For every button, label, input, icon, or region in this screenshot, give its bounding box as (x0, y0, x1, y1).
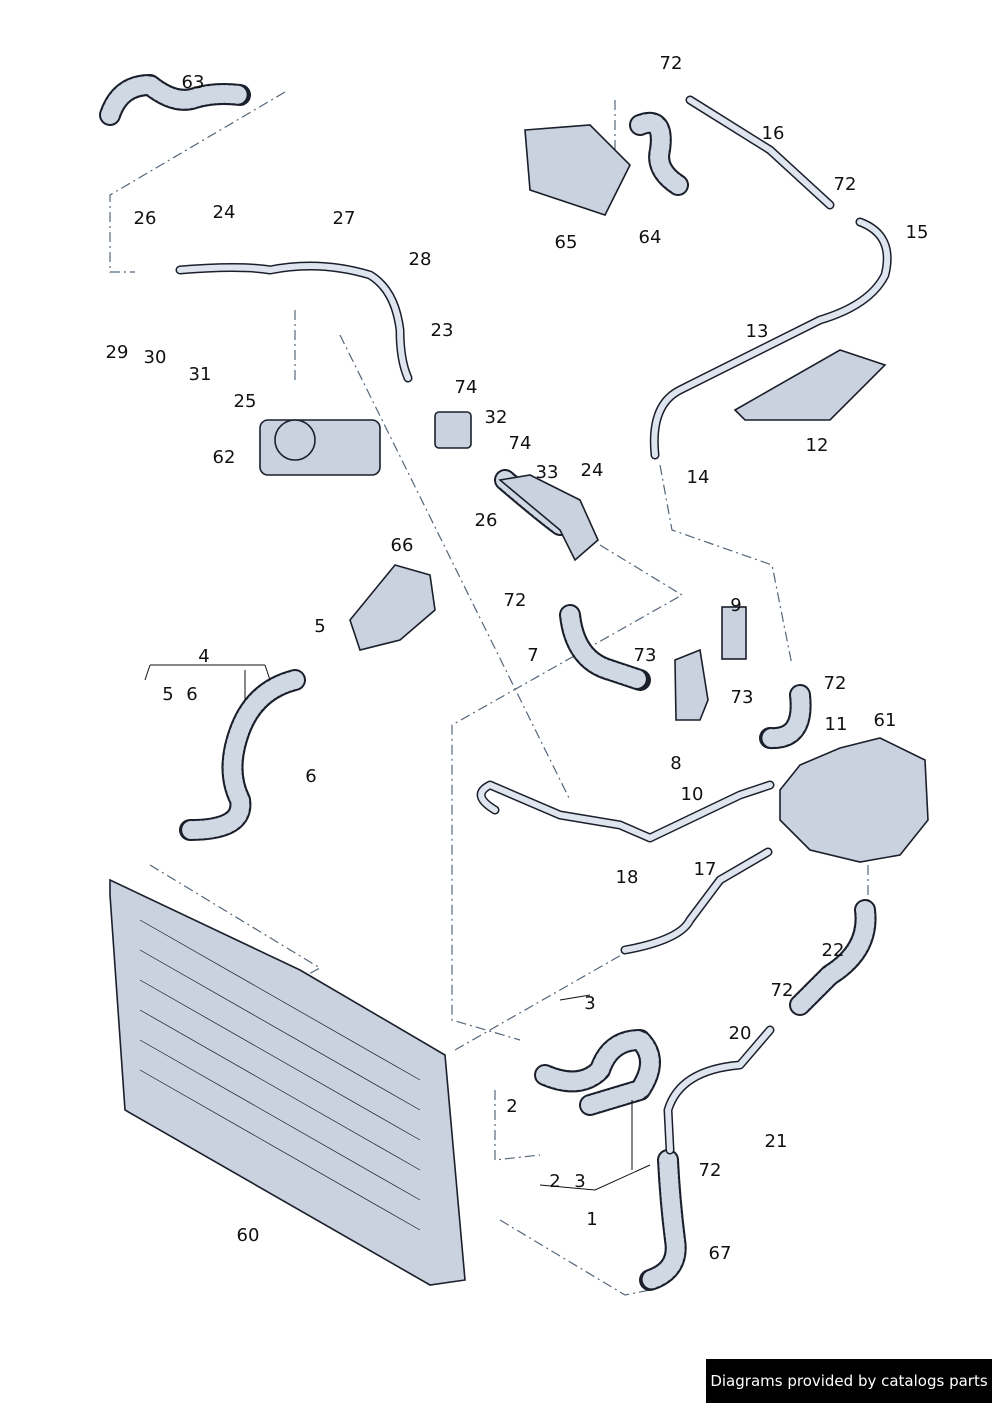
callout-label: 63 (182, 72, 205, 93)
callout-label: 21 (765, 1131, 788, 1152)
callout-label: 6 (186, 684, 197, 705)
callout-label: 72 (771, 980, 794, 1001)
callout-label: 28 (409, 249, 432, 270)
callout-label: 72 (504, 590, 527, 611)
callout-label: 15 (906, 222, 929, 243)
callout-label: 5 (162, 684, 173, 705)
callout-label: 67 (709, 1243, 732, 1264)
parts (109, 124, 929, 1286)
callout-label: 72 (660, 53, 683, 74)
callout-label: 61 (874, 710, 897, 731)
callout-label: 17 (694, 859, 717, 880)
callout-label: 62 (213, 447, 236, 468)
leader-lines (144, 664, 651, 1191)
callout-label: 74 (455, 377, 478, 398)
callout-label: 11 (825, 714, 848, 735)
callout-label: 74 (509, 433, 532, 454)
callout-label: 18 (616, 867, 639, 888)
callout-label: 73 (634, 645, 657, 666)
callout-label: 73 (731, 687, 754, 708)
callout-label: 26 (475, 510, 498, 531)
callout-label: 66 (391, 535, 414, 556)
callout-label: 72 (834, 174, 857, 195)
callout-label: 26 (134, 208, 157, 229)
callout-label: 20 (729, 1023, 752, 1044)
callout-label: 64 (639, 227, 662, 248)
callout-label: 32 (485, 407, 508, 428)
callout-label: 1 (586, 1209, 597, 1230)
guide-lines (109, 91, 869, 1296)
callout-label: 2 (506, 1096, 517, 1117)
callout-label: 25 (234, 391, 257, 412)
callout-label: 27 (333, 208, 356, 229)
callout-label: 72 (824, 673, 847, 694)
callout-label: 2 (549, 1171, 560, 1192)
callout-label: 8 (670, 753, 681, 774)
callout-label: 12 (806, 435, 829, 456)
radiator-fins (139, 919, 421, 1231)
callout-label: 72 (699, 1160, 722, 1181)
callout-label: 3 (574, 1171, 585, 1192)
callout-label: 31 (189, 364, 212, 385)
callout-label: 7 (527, 645, 538, 666)
callout-label: 22 (822, 940, 845, 961)
callout-label: 30 (144, 347, 167, 368)
callout-label: 23 (431, 320, 454, 341)
callout-label: 9 (730, 595, 741, 616)
callout-label: 33 (536, 462, 559, 483)
callout-label: 10 (681, 784, 704, 805)
callout-label: 65 (555, 232, 578, 253)
callout-labels: 63 26 24 27 28 29 30 31 23 25 74 32 74 6… (106, 53, 929, 1264)
footer-credit: Diagrams provided by catalogs parts (706, 1359, 992, 1403)
callout-label: 29 (106, 342, 129, 363)
pipes (175, 95, 892, 1155)
callout-label: 16 (762, 123, 785, 144)
callout-label: 24 (581, 460, 604, 481)
callout-label: 60 (237, 1225, 260, 1246)
callout-label: 24 (213, 202, 236, 223)
callout-label: 14 (687, 467, 710, 488)
callout-label: 4 (198, 646, 209, 667)
callout-label: 6 (305, 766, 316, 787)
callout-label: 3 (584, 993, 595, 1014)
callout-label: 13 (746, 321, 769, 342)
callout-label: 5 (314, 616, 325, 637)
